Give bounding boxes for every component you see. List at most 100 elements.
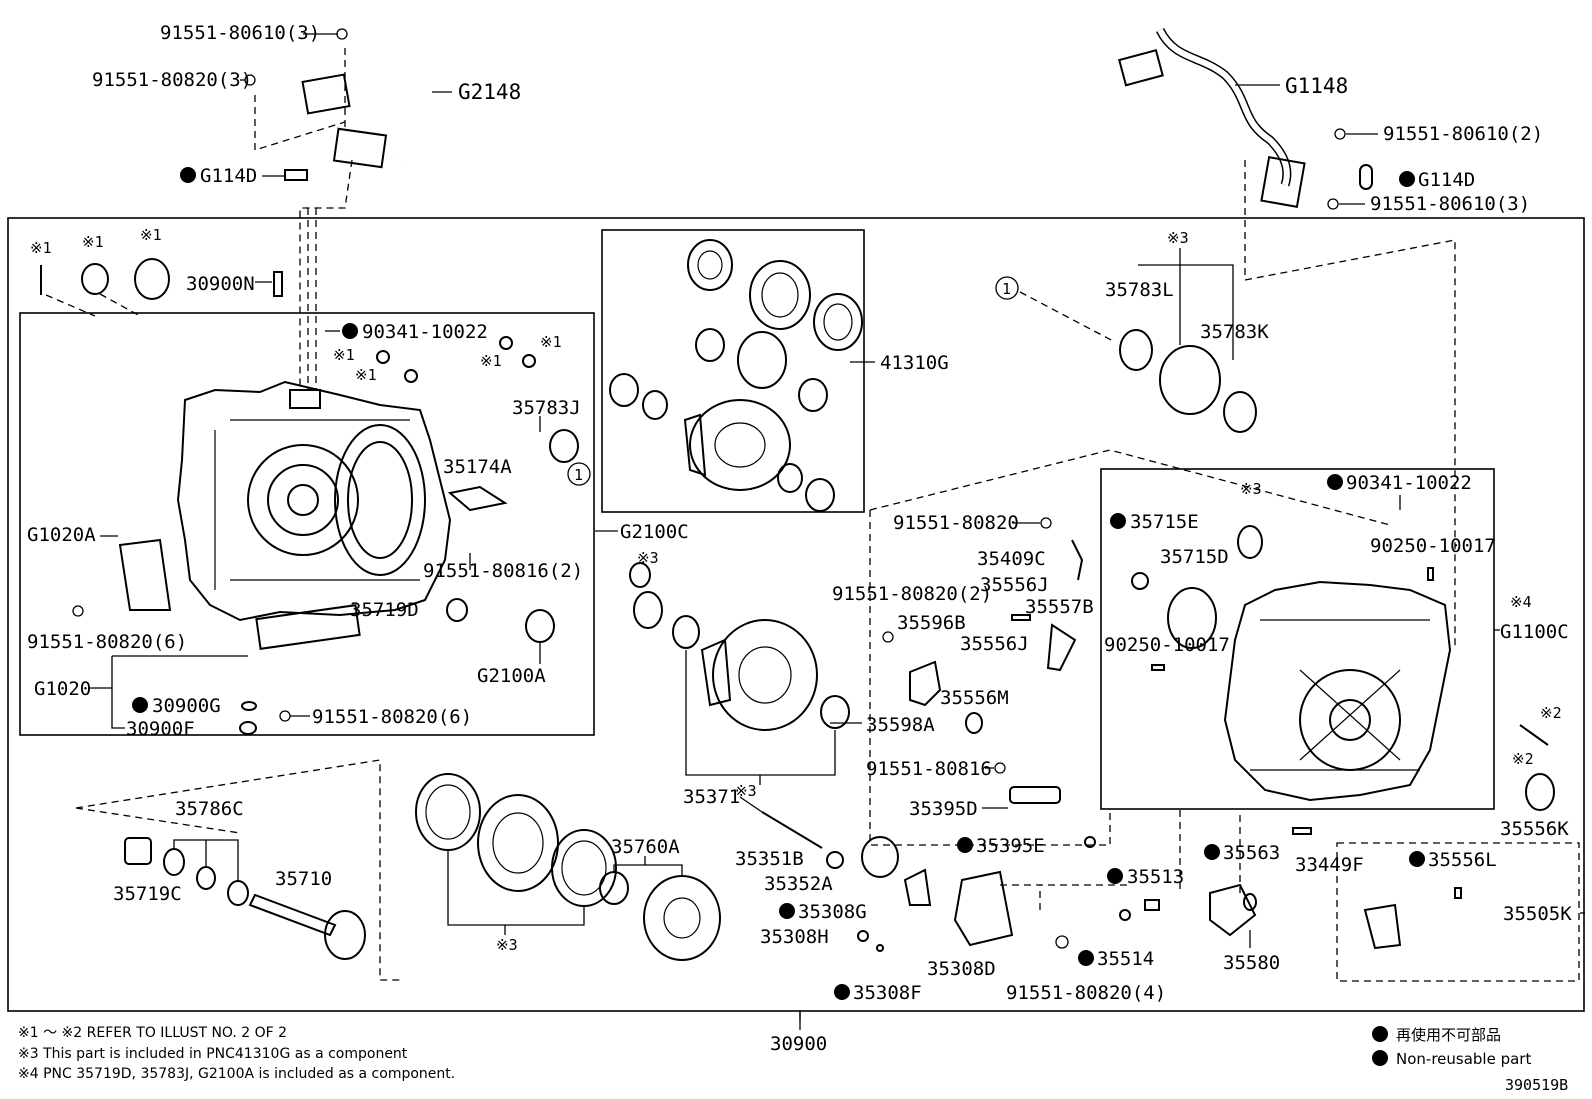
label-35308h: 35308H: [760, 926, 829, 948]
differential-assembly: [609, 239, 863, 512]
diagram-code: 390519B: [1505, 1076, 1568, 1094]
label-35556l: 35556L: [1428, 849, 1497, 871]
label-35719d: 35719D: [350, 599, 419, 621]
label-35719c: 35719C: [113, 883, 182, 905]
harness-g2148: [254, 48, 436, 390]
label-35715d: 35715D: [1160, 546, 1229, 568]
label-g114d-right: G114D: [1418, 169, 1475, 191]
mark-1-f: ※1: [480, 352, 502, 370]
label-35505k: 35505K: [1503, 903, 1572, 925]
label-90341-10022-left: 90341-10022: [362, 321, 488, 343]
legend-jp: 再使用不可部品: [1396, 1026, 1501, 1044]
differential-box: [601, 229, 865, 513]
label-g1100c: G1100C: [1500, 621, 1569, 643]
case-g2100c: [176, 380, 452, 622]
main-frame: [7, 217, 1585, 1012]
label-35596b: 35596B: [897, 612, 966, 634]
label-35598a: 35598A: [866, 714, 935, 736]
mark-3-c: ※3: [496, 936, 518, 954]
label-30900f: 30900F: [126, 718, 195, 740]
label-35308g: 35308G: [798, 901, 867, 923]
label-91551-80820-2: 91551-80820(2): [832, 583, 992, 605]
label-35580: 35580: [1223, 952, 1280, 974]
ring-gear-group: [415, 773, 721, 961]
label-35556k: 35556K: [1500, 818, 1569, 840]
label-g1020: G1020: [34, 678, 91, 700]
label-35513: 35513: [1127, 866, 1184, 888]
label-g2100a: G2100A: [477, 665, 546, 687]
legend-dot-jp: [1372, 1026, 1388, 1042]
label-30900n: 30900N: [186, 273, 255, 295]
harness-g1148: [1118, 27, 1456, 650]
label-g1020a: G1020A: [27, 524, 96, 546]
label-35783l: 35783L: [1105, 279, 1174, 301]
label-91551-80820: 91551-80820: [893, 512, 1019, 534]
label-91551-80820-6-mid: 91551-80820(6): [312, 706, 472, 728]
footnote-2: ※3 This part is included in PNC41310G as…: [18, 1046, 408, 1062]
mark-1-d: ※1: [333, 346, 355, 364]
label-91551-80610-3-top: 91551-80610(3): [160, 22, 320, 44]
label-35352a: 35352A: [764, 873, 833, 895]
label-g2100c: G2100C: [620, 521, 689, 543]
mark-1-a: ※1: [30, 239, 52, 257]
mark-3-b: ※3: [1240, 480, 1262, 498]
label-35395d: 35395D: [909, 798, 978, 820]
label-35395e: 35395E: [976, 835, 1045, 857]
mark-1-c: ※1: [140, 226, 162, 244]
label-35557b: 35557B: [1025, 596, 1094, 618]
case-box-right: [1100, 468, 1495, 810]
pump-box: [1336, 842, 1580, 982]
label-90341-10022-right: 90341-10022: [1346, 472, 1472, 494]
label-91551-80820-4: 91551-80820(4): [1006, 982, 1166, 1004]
label-35308f: 35308F: [853, 982, 922, 1004]
legend-en: Non-reusable part: [1396, 1050, 1531, 1068]
mark-1-g: ※1: [540, 333, 562, 351]
label-35174a: 35174A: [443, 456, 512, 478]
label-91551-80820-3: 91551-80820(3): [92, 69, 252, 91]
label-91551-80816-2: 91551-80816(2): [423, 560, 583, 582]
footnote-1: ※1 ～ ※2 REFER TO ILLUST NO. 2 OF 2: [18, 1025, 287, 1041]
mark-3-d: ※3: [637, 549, 659, 567]
differential-middle: [633, 591, 850, 785]
label-35371: 35371: [683, 786, 740, 808]
footnote-3: ※4 PNC 35719D, 35783J, G2100A is include…: [18, 1066, 455, 1082]
shaft-35710: [124, 837, 366, 960]
label-35556j-b: 35556J: [960, 633, 1029, 655]
mark-4: ※4: [1510, 593, 1532, 611]
legend-dot-en: [1372, 1050, 1388, 1066]
label-35514: 35514: [1097, 948, 1154, 970]
label-35563: 35563: [1223, 842, 1280, 864]
circle-mark-1-right: 1: [1002, 280, 1011, 298]
mark-1-b: ※1: [82, 233, 104, 251]
label-35786c: 35786C: [175, 798, 244, 820]
mark-2-a: ※2: [1540, 704, 1562, 722]
label-30900g: 30900G: [152, 695, 221, 717]
label-90250-10017-b: 90250-10017: [1104, 634, 1230, 656]
mark-2-b: ※2: [1512, 750, 1534, 768]
label-g1148: G1148: [1285, 74, 1348, 98]
label-35715e: 35715E: [1130, 511, 1199, 533]
label-35351b: 35351B: [735, 848, 804, 870]
label-90250-10017-a: 90250-10017: [1370, 535, 1496, 557]
mark-3-e: ※3: [735, 782, 757, 800]
label-91551-80610-2: 91551-80610(2): [1383, 123, 1543, 145]
label-35710: 35710: [275, 868, 332, 890]
label-30900: 30900: [770, 1033, 827, 1055]
label-91551-80820-6-left: 91551-80820(6): [27, 631, 187, 653]
label-35556j-a: 35556J: [980, 574, 1049, 596]
case-box-left: [19, 312, 595, 736]
case-g1100c: [1223, 580, 1452, 802]
label-41310g: 41310G: [880, 352, 949, 374]
label-g114d-left: G114D: [200, 165, 257, 187]
label-91551-80610-3-right: 91551-80610(3): [1370, 193, 1530, 215]
circle-mark-1-left: 1: [574, 466, 583, 484]
mark-1-e: ※1: [355, 366, 377, 384]
label-33449f: 33449F: [1295, 854, 1364, 876]
label-91551-80816: 91551-80816: [866, 758, 992, 780]
mark-3-a: ※3: [1167, 229, 1189, 247]
label-35409c: 35409C: [977, 548, 1046, 570]
label-35556m: 35556M: [940, 687, 1009, 709]
label-g2148: G2148: [458, 80, 521, 104]
label-35760a: 35760A: [611, 836, 680, 858]
